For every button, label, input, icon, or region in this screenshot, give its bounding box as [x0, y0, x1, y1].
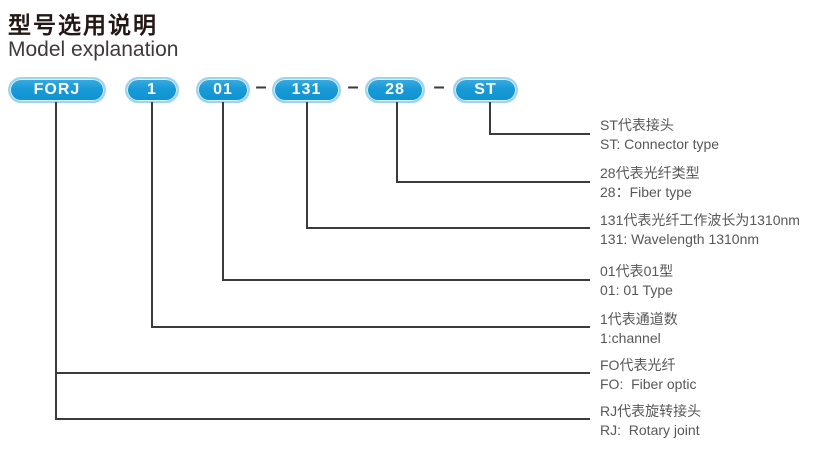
legend-item-01: 01代表01型 01: 01 Type [600, 262, 673, 300]
legend-item-st: ST代表接头 ST: Connector type [600, 116, 719, 154]
connector-vertical-28 [396, 102, 398, 183]
legend-28-english: 28：Fiber type [600, 184, 692, 200]
legend-fo-chinese: FO代表光纤 [600, 357, 676, 373]
legend-item-28: 28代表光纤类型 28：Fiber type [600, 164, 700, 202]
page-title-chinese: 型号选用说明 [8, 12, 158, 38]
connector-horizontal-1 [151, 326, 590, 328]
legend-1-chinese: 1代表通道数 [600, 311, 678, 327]
legend-st-chinese: ST代表接头 [600, 117, 674, 133]
connector-horizontal-28 [396, 181, 590, 183]
model-badge-1: 1 [125, 77, 179, 103]
legend-item-1: 1代表通道数 1:channel [600, 310, 678, 348]
model-badge-01: 01 [196, 77, 250, 103]
legend-01-english: 01: 01 Type [600, 282, 673, 298]
page-title-english: Model explanation [8, 38, 179, 61]
legend-item-131: 131代表光纤工作波长为1310nm 131: Wavelength 1310n… [600, 211, 800, 249]
connector-vertical-st [489, 102, 491, 135]
badge-separator-dash: – [347, 76, 359, 98]
badge-separator-dash: – [255, 76, 267, 98]
connector-vertical-1 [151, 102, 153, 328]
badge-separator-dash: – [433, 76, 445, 98]
legend-1-english: 1:channel [600, 330, 661, 346]
connector-horizontal-st [489, 133, 590, 135]
connector-vertical-01 [222, 102, 224, 281]
model-badge-st: ST [453, 77, 518, 103]
connector-vertical-131 [306, 102, 308, 229]
legend-fo-english: FO: Fiber optic [600, 376, 697, 392]
legend-28-chinese: 28代表光纤类型 [600, 165, 700, 181]
legend-131-english: 131: Wavelength 1310nm [600, 231, 760, 247]
connector-vertical-forj [55, 102, 57, 420]
model-badge-28: 28 [365, 77, 425, 103]
connector-horizontal-01 [222, 279, 590, 281]
legend-item-rj: RJ代表旋转接头 RJ: Rotary joint [600, 402, 701, 440]
legend-rj-english: RJ: Rotary joint [600, 422, 700, 438]
legend-item-fo: FO代表光纤 FO: Fiber optic [600, 356, 696, 394]
connector-horizontal-rj [55, 418, 590, 420]
model-badge-forj: FORJ [8, 77, 106, 103]
legend-01-chinese: 01代表01型 [600, 263, 674, 279]
legend-rj-chinese: RJ代表旋转接头 [600, 403, 702, 419]
connector-horizontal-131 [306, 227, 590, 229]
legend-131-chinese: 131代表光纤工作波长为1310nm [600, 212, 800, 228]
model-badge-131: 131 [272, 77, 341, 103]
legend-st-english: ST: Connector type [600, 136, 720, 152]
connector-horizontal-fo [55, 372, 590, 374]
